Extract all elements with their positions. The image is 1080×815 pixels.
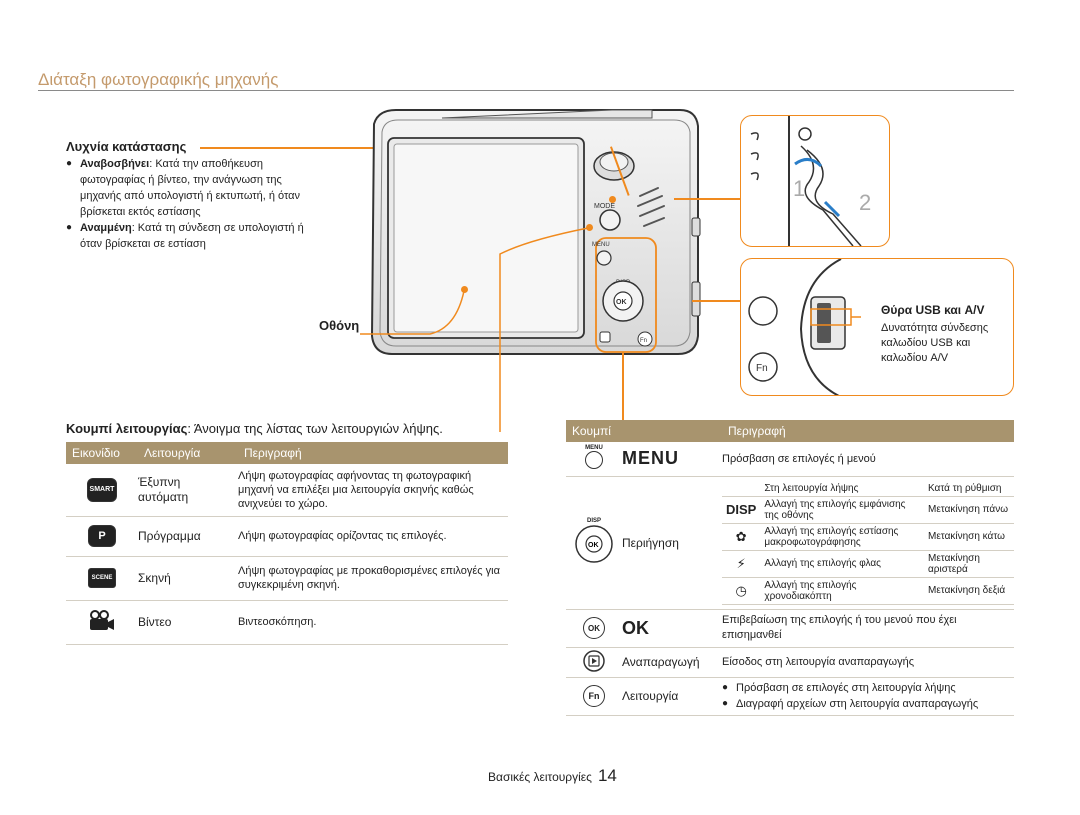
fn-desc-list: Πρόσβαση σε επιλογές στη λειτουργία λήψη… bbox=[722, 680, 1014, 712]
mode-table-header-desc: Περιγραφή bbox=[238, 442, 508, 464]
movie-icon bbox=[90, 609, 114, 630]
mode-table: Εικονίδιο Λειτουργία Περιγραφή SMART Έξυ… bbox=[66, 442, 508, 645]
mode-desc: Λήψη φωτογραφίας με προκαθορισμένες επιλ… bbox=[238, 565, 500, 591]
playback-label: Αναπαραγωγή bbox=[622, 655, 700, 669]
svg-text:MODE: MODE bbox=[594, 203, 615, 210]
table-row: MENU MENU Πρόσβαση σε επιλογές ή μενού bbox=[566, 442, 1014, 476]
status-lamp-label: Λυχνία κατάστασης bbox=[66, 139, 187, 154]
button-table-header-desc: Περιγραφή bbox=[722, 420, 1014, 442]
button-table: Κουμπί Περιγραφή MENU MENU Πρόσβαση σε ε… bbox=[566, 420, 1014, 716]
mode-button-dot bbox=[586, 224, 593, 231]
footer-section: Βασικές λειτουργίες bbox=[488, 770, 592, 784]
mode-name: Βίντεο bbox=[138, 615, 172, 629]
screen-dot bbox=[461, 286, 468, 293]
playback-icon bbox=[583, 649, 605, 672]
mode-table-header-mode: Λειτουργία bbox=[138, 442, 238, 464]
usb-port-description: Δυνατότητα σύνδεσης καλωδίου USB και καλ… bbox=[881, 322, 989, 364]
status-lamp-on: Αναμμένη: Κατά τη σύνδεση σε υπολογιστή … bbox=[66, 220, 306, 252]
page-number: 14 bbox=[597, 766, 617, 785]
menu-small-label: MENU bbox=[585, 445, 603, 452]
table-row: Αναπαραγωγή Είσοδος στη λειτουργία αναπα… bbox=[566, 647, 1014, 677]
table-row: Fn Λειτουργία Πρόσβαση σε επιλογές στη λ… bbox=[566, 677, 1014, 715]
svg-text:Fn: Fn bbox=[756, 363, 768, 374]
table-row: DISP Αλλαγή της επιλογής εμφάνισης της ο… bbox=[722, 496, 1014, 524]
mode-button-intro: Κουμπί λειτουργίας: Άνοιγμα της λίστας τ… bbox=[66, 421, 443, 436]
status-lamp-dot bbox=[609, 196, 616, 203]
table-row: SCENE Σκηνή Λήψη φωτογραφίας με προκαθορ… bbox=[66, 556, 508, 600]
mode-desc: Λήψη φωτογραφίας ορίζοντας τις επιλογές. bbox=[238, 530, 447, 542]
usb-port-label: Θύρα USB και A/V bbox=[881, 303, 985, 317]
program-icon: P bbox=[88, 525, 116, 547]
menu-big-label: MENU bbox=[622, 448, 679, 469]
playback-desc: Είσοδος στη λειτουργία αναπαραγωγής bbox=[722, 656, 915, 668]
nav-label: Περιήγηση bbox=[622, 535, 679, 550]
screen-leader bbox=[360, 290, 465, 335]
ok-key-icon: OK bbox=[583, 617, 605, 639]
timer-icon: ◷ bbox=[722, 577, 761, 605]
list-item: Διαγραφή αρχείων στη λειτουργία αναπαραγ… bbox=[722, 696, 1014, 712]
svg-text:OK: OK bbox=[616, 299, 627, 306]
menu-key-icon bbox=[585, 451, 603, 470]
nav-subtable: Στη λειτουργία λήψης Κατά τη ρύθμιση DIS… bbox=[722, 480, 1014, 605]
fn-label: Λειτουργία bbox=[622, 689, 679, 703]
mode-desc: Βιντεοσκόπηση. bbox=[238, 616, 317, 628]
strap-leader bbox=[674, 198, 740, 200]
mode-button-leader bbox=[499, 227, 589, 432]
svg-text:OK: OK bbox=[588, 542, 599, 549]
flash-icon: ⚡ bbox=[722, 550, 761, 578]
strap-illustration: 1 2 bbox=[750, 116, 871, 246]
table-row: ⚡ Αλλαγή της επιλογής φλας Μετακίνηση αρ… bbox=[722, 550, 1014, 578]
status-lamp-list: Αναβοσβήνει: Κατά την αποθήκευση φωτογρα… bbox=[66, 156, 306, 252]
nav-subtable-header: Στη λειτουργία λήψης Κατά τη ρύθμιση bbox=[722, 480, 1014, 497]
list-item: Πρόσβαση σε επιλογές στη λειτουργία λήψη… bbox=[722, 680, 1014, 696]
page-title: Διάταξη φωτογραφικής μηχανής bbox=[38, 70, 279, 89]
table-row: ◷ Αλλαγή της επιλογής χρονοδιακόπτη Μετα… bbox=[722, 577, 1014, 605]
screen-label: Οθόνη bbox=[319, 318, 360, 333]
macro-icon: ✿ bbox=[722, 523, 761, 551]
strap-inset: 1 2 bbox=[740, 115, 890, 247]
table-row: DISP OK Περιήγηση Στη λειτουργία λήψης bbox=[566, 476, 1014, 609]
button-table-header-button: Κουμπί bbox=[566, 420, 722, 442]
disp-icon: DISP bbox=[722, 496, 761, 524]
ok-desc: Επιβεβαίωση της επιλογής ή του μενού που… bbox=[722, 614, 957, 641]
mode-table-header-icon: Εικονίδιο bbox=[66, 442, 138, 464]
svg-text:1: 1 bbox=[793, 176, 805, 201]
table-row: OK OK Επιβεβαίωση της επιλογής ή του μεν… bbox=[566, 609, 1014, 647]
usb-leader bbox=[692, 300, 742, 302]
controls-leader bbox=[622, 352, 624, 422]
title-divider bbox=[38, 90, 1014, 91]
table-row: Βίντεο Βιντεοσκόπηση. bbox=[66, 600, 508, 644]
scene-icon: SCENE bbox=[88, 568, 116, 588]
table-row: P Πρόγραμμα Λήψη φωτογραφίας ορίζοντας τ… bbox=[66, 516, 508, 556]
svg-text:2: 2 bbox=[859, 190, 871, 215]
mode-name: Πρόγραμμα bbox=[138, 529, 201, 543]
ok-big-label: OK bbox=[622, 617, 649, 638]
usb-port-illustration: Fn bbox=[748, 259, 879, 395]
camera-back-illustration: MODE MENU DISP OK Fn bbox=[370, 109, 701, 355]
fn-key-icon: Fn bbox=[583, 685, 605, 707]
smart-auto-icon: SMART bbox=[87, 477, 117, 502]
mode-name: Σκηνή bbox=[138, 571, 171, 585]
svg-text:Fn: Fn bbox=[640, 338, 647, 344]
svg-text:MENU: MENU bbox=[592, 242, 610, 248]
menu-desc: Πρόσβαση σε επιλογές ή μενού bbox=[722, 452, 876, 465]
nav-pad-icon: OK bbox=[575, 525, 613, 563]
usb-inset: Fn Θύρα USB και A/V Δυνατότητα σύνδεσης … bbox=[740, 258, 1014, 396]
mode-desc: Λήψη φωτογραφίας αφήνοντας τη φωτογραφικ… bbox=[238, 469, 474, 510]
table-row: ✿ Αλλαγή της επιλογής εστίασης μακροφωτο… bbox=[722, 523, 1014, 551]
status-lamp-blinking: Αναβοσβήνει: Κατά την αποθήκευση φωτογρα… bbox=[66, 156, 306, 220]
page-footer: Βασικές λειτουργίες 14 bbox=[488, 766, 617, 786]
